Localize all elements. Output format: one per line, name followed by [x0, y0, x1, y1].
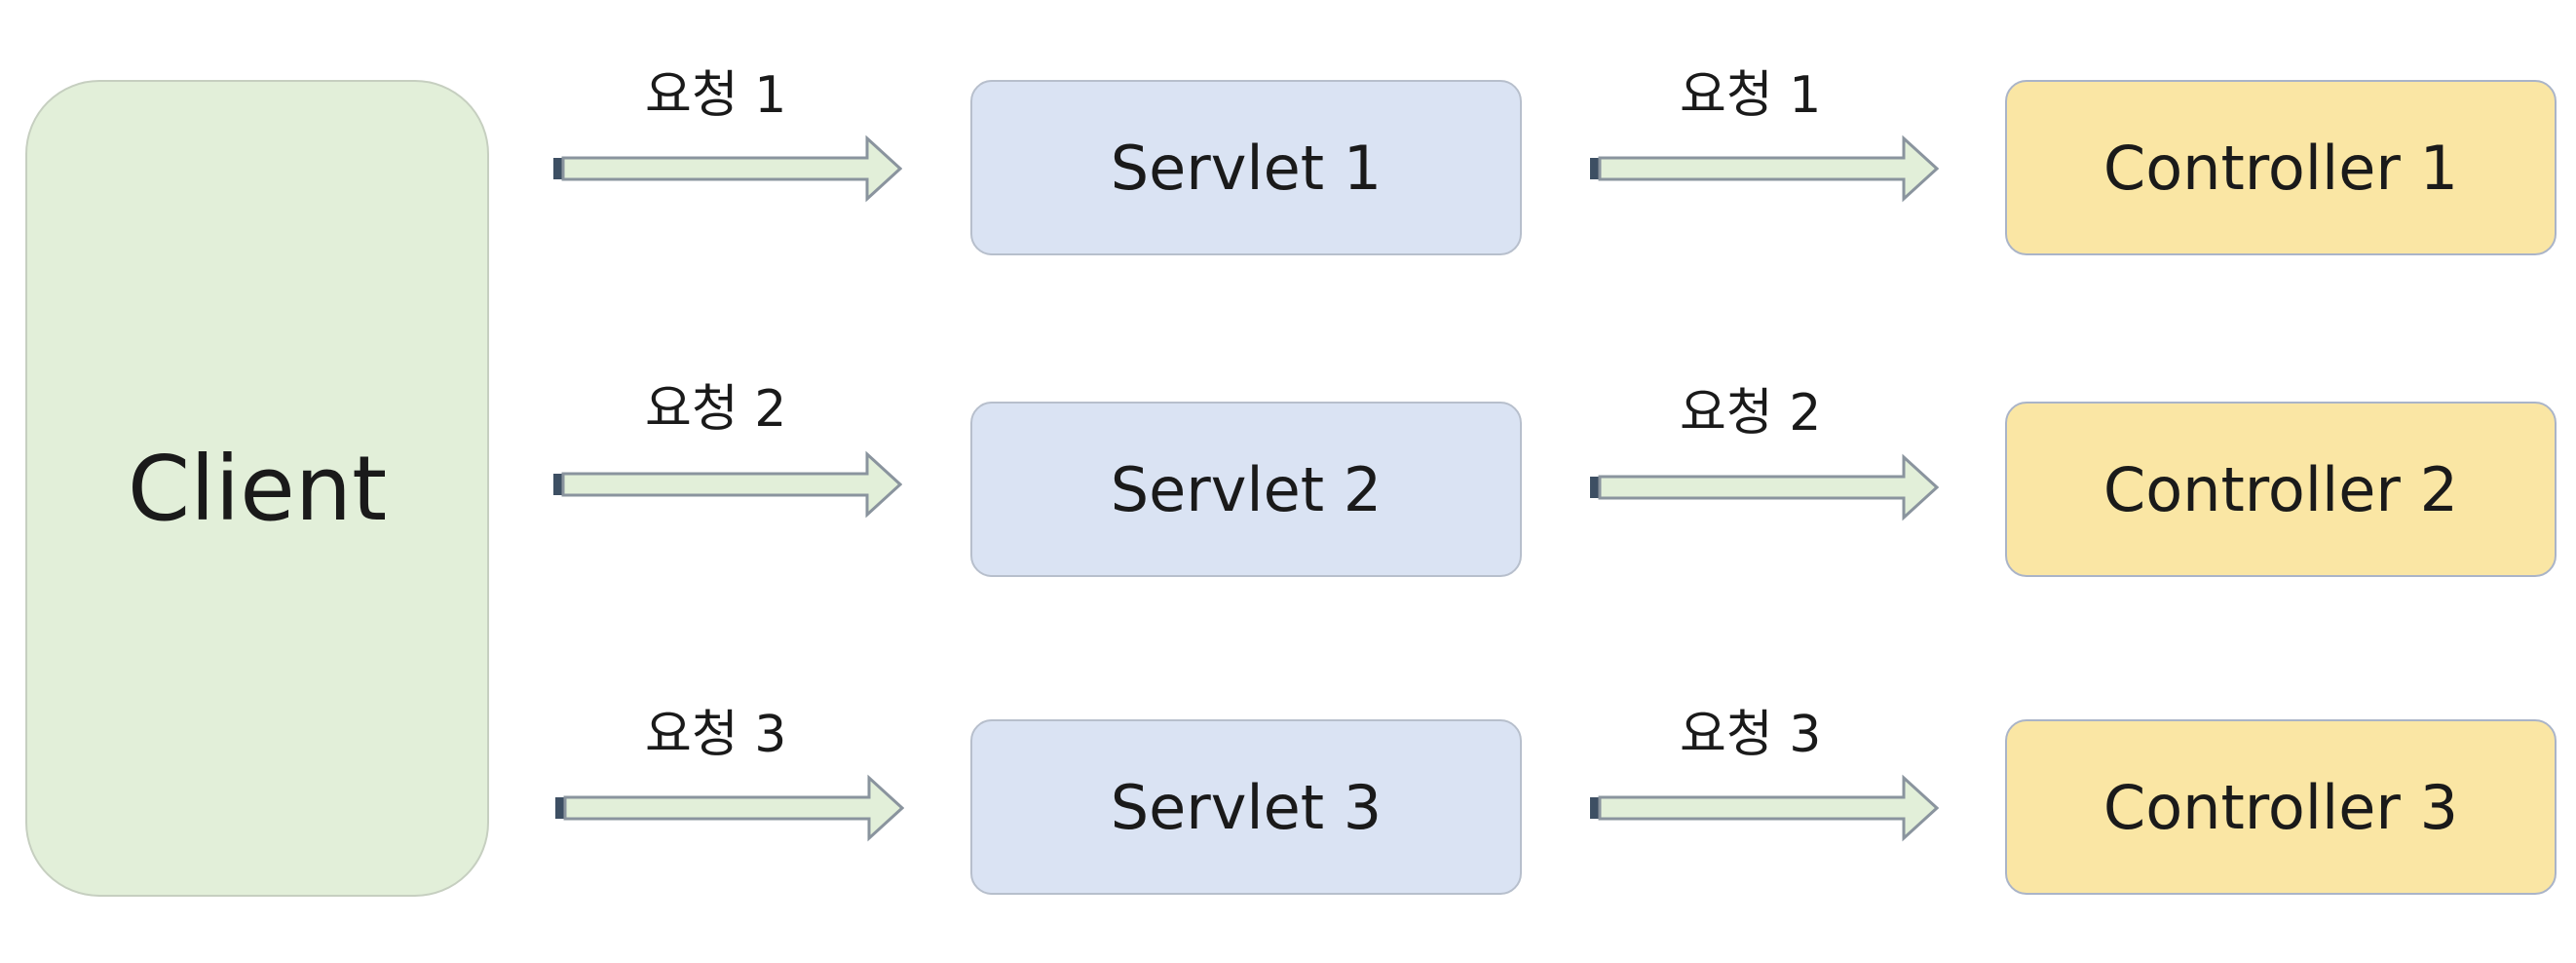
client-label: Client	[127, 436, 388, 541]
arrow-servlet-1-to-controller-1	[1590, 135, 1939, 203]
servlet-2-label: Servlet 2	[1110, 453, 1383, 525]
arrow-client-to-servlet-3	[555, 774, 904, 842]
arrow-servlet-3-to-controller-3	[1590, 774, 1939, 842]
controller-1-box: Controller 1	[2005, 80, 2557, 255]
request-label-1-left: 요청 1	[645, 66, 787, 125]
request-label-3-right: 요청 3	[1680, 706, 1822, 764]
request-label-1-right: 요청 1	[1680, 66, 1822, 125]
request-label-2-left: 요청 2	[645, 380, 787, 439]
servlet-3-label: Servlet 3	[1110, 771, 1383, 843]
controller-3-label: Controller 3	[2102, 771, 2459, 843]
arrow-client-to-servlet-2	[553, 450, 902, 519]
servlet-2-box: Servlet 2	[970, 402, 1522, 577]
arrow-client-to-servlet-1	[553, 135, 902, 203]
client-box: Client	[25, 80, 489, 897]
arrow-servlet-2-to-controller-2	[1590, 453, 1939, 521]
controller-1-label: Controller 1	[2102, 132, 2459, 204]
request-label-3-left: 요청 3	[645, 706, 787, 764]
servlet-1-label: Servlet 1	[1110, 132, 1383, 204]
controller-3-box: Controller 3	[2005, 719, 2557, 895]
request-label-2-right: 요청 2	[1680, 384, 1822, 443]
controller-2-label: Controller 2	[2102, 453, 2459, 525]
servlet-1-box: Servlet 1	[970, 80, 1522, 255]
servlet-3-box: Servlet 3	[970, 719, 1522, 895]
controller-2-box: Controller 2	[2005, 402, 2557, 577]
